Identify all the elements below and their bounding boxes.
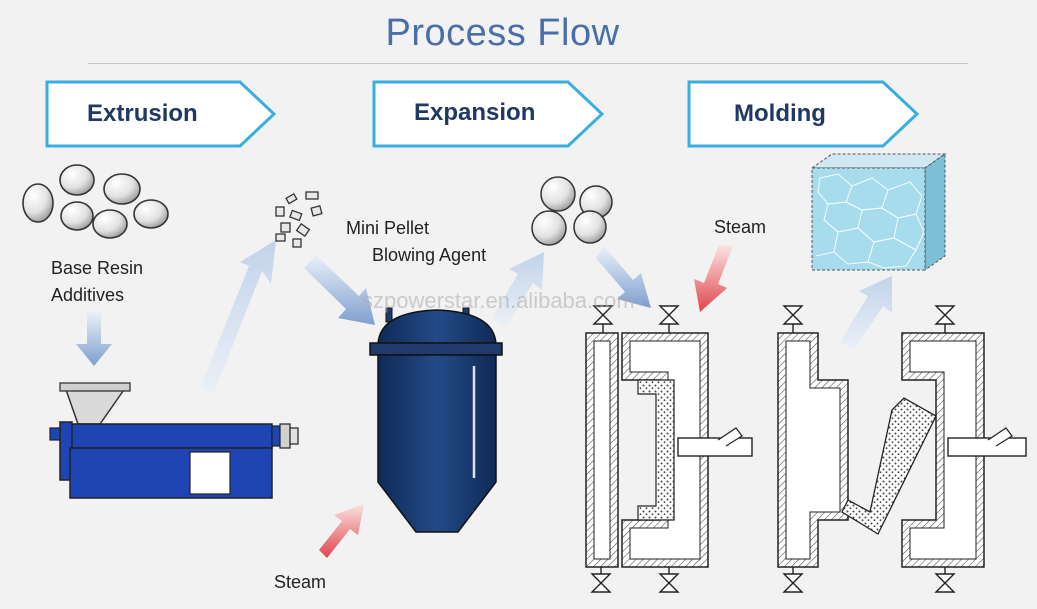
steam-arrow-icon [319, 504, 364, 558]
flow-arrow-up-icon [200, 240, 276, 393]
extruder-machine-icon [49, 382, 299, 499]
stage-label-molding: Molding [734, 100, 826, 127]
flow-arrow-down-icon [304, 255, 375, 325]
steam-label-mold: Steam [714, 217, 767, 237]
stage-chevron-expansion [372, 80, 605, 148]
resin-pellets-icon [22, 164, 169, 239]
stage-label-expansion: Expansion [414, 99, 536, 126]
flow-arrow-up-icon [840, 276, 892, 350]
additives-label: Additives [51, 285, 125, 305]
closed-mold-icon [585, 305, 753, 593]
stage-chevron-extrusion [45, 80, 277, 148]
open-mold-icon [777, 305, 1027, 593]
base-resin-label: Base Resin [51, 258, 144, 278]
flow-arrow-down-icon [596, 246, 651, 308]
stage-chevron-molding [687, 80, 920, 148]
mini-pellet-label: Mini Pellet [346, 218, 430, 238]
expanded-beads-icon [531, 176, 613, 246]
pre-expander-vessel-icon [369, 307, 503, 533]
mini-pellets-icon [275, 191, 323, 248]
steam-arrow-icon [694, 245, 733, 312]
watermark: szpowerstar.en.alibaba.com [362, 288, 635, 313]
blowing-agent-label: Blowing Agent [372, 245, 487, 265]
flow-arrow-up-icon [492, 252, 544, 327]
page-title: Process Flow [385, 12, 620, 54]
feed-arrow-icon [76, 312, 112, 366]
stage-label-extrusion: Extrusion [87, 100, 198, 127]
steam-label-vessel: Steam [274, 572, 327, 592]
title-divider [88, 63, 968, 64]
foam-block-icon [810, 153, 947, 271]
